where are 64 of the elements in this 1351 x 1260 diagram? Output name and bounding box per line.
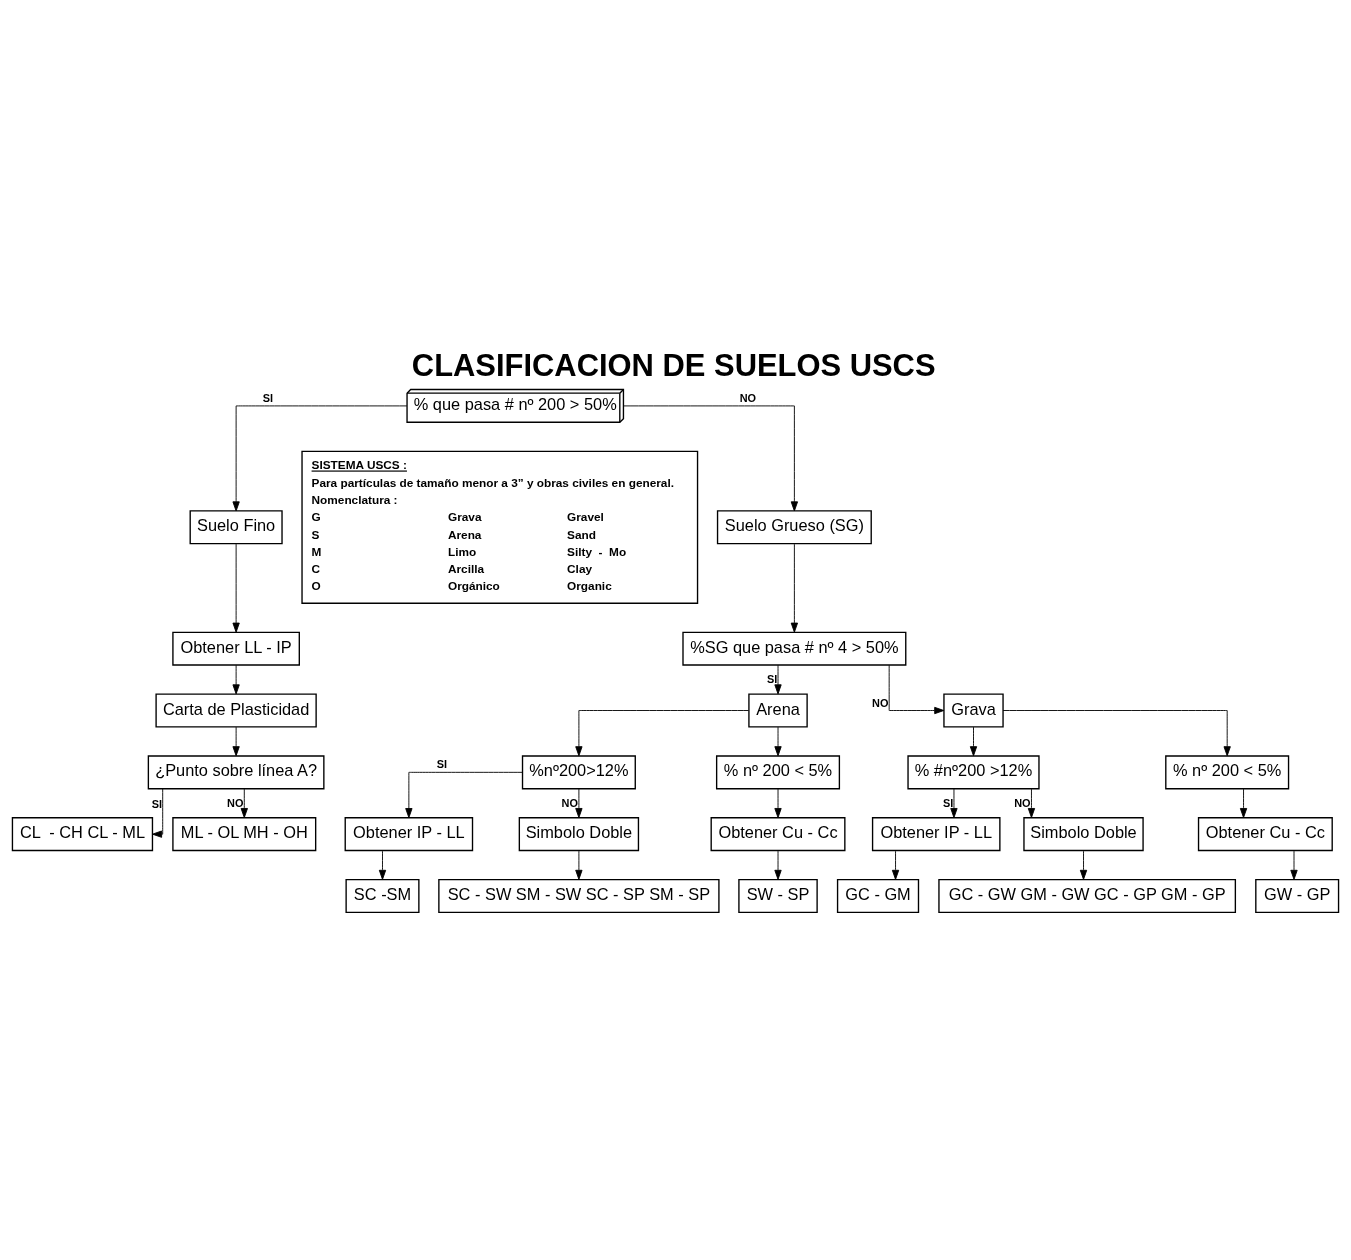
- node-box: % #nº200 >12%: [907, 754, 1040, 789]
- node-box: CL - CH CL - ML: [11, 816, 154, 851]
- arrow: [240, 787, 248, 818]
- arrow: [623, 404, 798, 511]
- arrow: [1002, 709, 1231, 756]
- node-box: % nº 200 < 5%: [1165, 754, 1290, 789]
- node-box: ML - OL MH - OH: [172, 816, 317, 851]
- edge-label: NO: [872, 696, 889, 709]
- arrow: [1290, 849, 1298, 880]
- edge-label: SI: [767, 672, 778, 685]
- edge-label: SI: [943, 796, 954, 808]
- arrow: [232, 726, 240, 756]
- node-box: %nº200>12%: [521, 754, 636, 789]
- edge-label: NO: [1014, 796, 1031, 808]
- arrow: [232, 542, 240, 633]
- node-box: GC - GM: [836, 878, 920, 913]
- node-box: Obtener LL - IP: [172, 631, 300, 666]
- arrow: [1079, 849, 1088, 880]
- node-box: Simbolo Doble: [1023, 816, 1144, 851]
- node-box: Suelo Grueso (SG): [716, 509, 872, 544]
- node-box: Simbolo Doble: [518, 816, 640, 851]
- node-box: Carta de Plasticidad: [155, 692, 317, 728]
- arrow: [774, 726, 782, 756]
- arrow: [790, 542, 798, 633]
- arrow: [1027, 787, 1036, 818]
- arrow: [152, 787, 164, 838]
- node-box: SC - SW SM - SW SC - SP SM - SP: [438, 878, 720, 913]
- arrow: [1239, 787, 1248, 818]
- arrow: [232, 664, 240, 694]
- arrow: [378, 849, 387, 880]
- node-box: Grava: [943, 692, 1004, 728]
- node-box: GC - GW GM - GW GC - GP GM - GP: [938, 878, 1237, 913]
- edge-label: SI: [151, 797, 163, 810]
- node-box: Arena: [748, 692, 808, 728]
- node-box: SISTEMA USCS : Para partículas de tamaño menor a 3” y obras civiles en general. Nomenclatura : G Grava Gravel S Arena Sand M Limo Silty - Mo C Arcilla Clay O Orgánico Organic: [301, 450, 699, 604]
- node-box: SC -SM: [345, 878, 420, 913]
- node-box: ¿Punto sobre línea A?: [147, 754, 325, 789]
- arrow: [969, 726, 978, 756]
- arrow: [774, 787, 782, 818]
- edge-label: SI: [262, 391, 273, 404]
- node-box: Obtener Cu - Cc: [710, 816, 846, 851]
- node-box: Obtener IP - LL: [871, 816, 1001, 851]
- arrow: [575, 709, 750, 756]
- arrow: [774, 849, 782, 880]
- edge-label: NO: [739, 391, 757, 404]
- node-box: % nº 200 < 5%: [715, 754, 841, 789]
- edge-label: SI: [436, 757, 448, 770]
- edge-label: NO: [561, 796, 578, 808]
- node-box: %SG que pasa # nº 4 > 50%: [682, 631, 907, 666]
- arrow: [405, 771, 523, 818]
- node-box: GW - GP: [1255, 878, 1340, 913]
- diagram-title: CLASIFICACION DE SUELOS USCS: [411, 347, 936, 383]
- node-box: Obtener Cu - Cc: [1197, 816, 1333, 851]
- node-box: Suelo Fino: [189, 509, 283, 544]
- arrow: [575, 787, 583, 818]
- node-box: Obtener IP - LL: [344, 816, 474, 851]
- node-box: SW - SP: [738, 878, 818, 913]
- edge-label: NO: [227, 796, 244, 808]
- arrow: [950, 787, 958, 818]
- arrow: [774, 664, 782, 694]
- arrow: [575, 849, 583, 880]
- arrow: [888, 664, 945, 714]
- arrow: [232, 404, 408, 511]
- arrow: [891, 849, 900, 880]
